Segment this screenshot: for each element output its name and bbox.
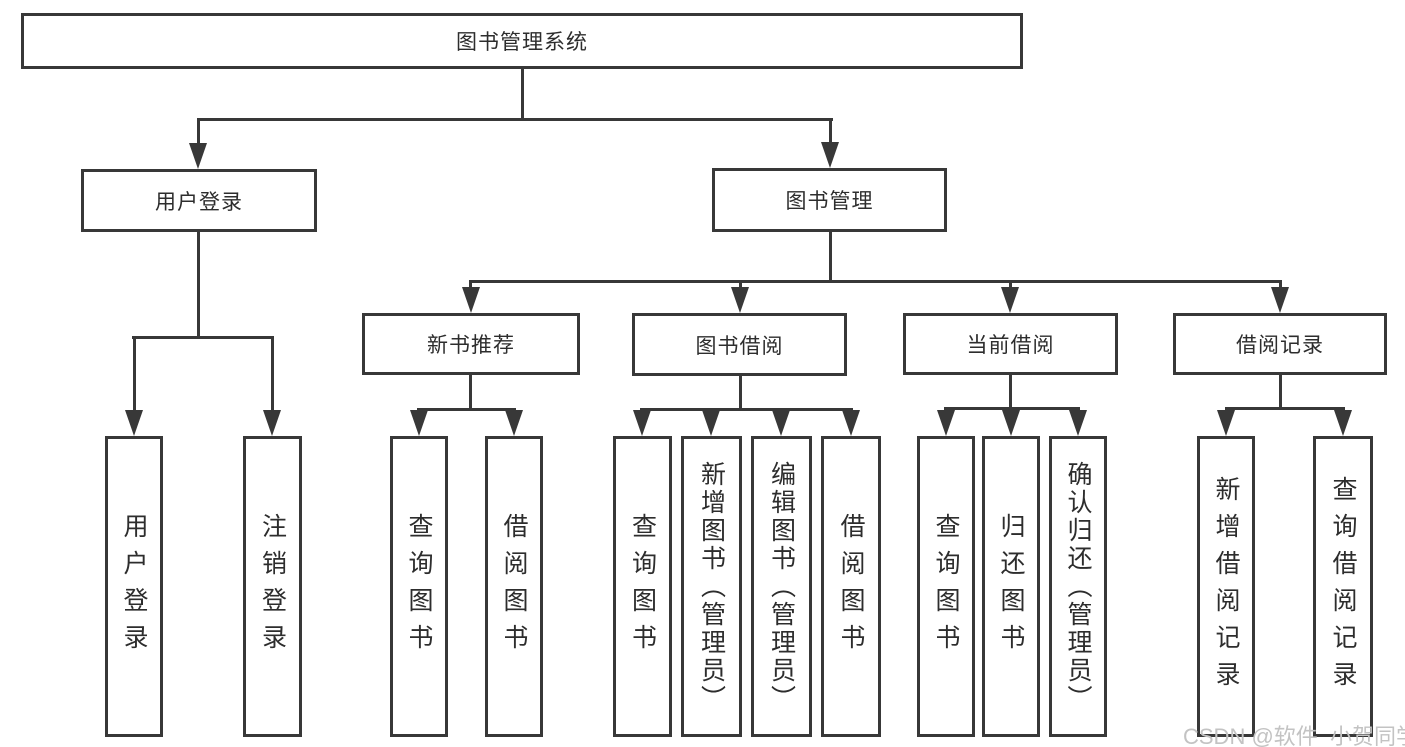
node-new-book-rec-label: 新书推荐 (427, 334, 515, 357)
connector-borrow-record-rail (1225, 407, 1345, 410)
connector-new-book-rec-stem (469, 375, 472, 410)
node-book-mgmt: 图书管理 (712, 168, 947, 232)
node-leaf-user-login: 用户登录 (105, 436, 163, 737)
connector-drop-book-mgmt (829, 118, 832, 145)
node-bb-borrow-label: 借阅图书 (837, 512, 865, 661)
connector-drop-book-borrow (739, 280, 742, 290)
node-borrow-record-label: 借阅记录 (1236, 334, 1324, 357)
connector-drop-new-book-rec (469, 280, 472, 290)
node-cb-confirm: 确认归还（管理员） (1049, 436, 1107, 737)
arrowhead-nbr-borrow-icon (505, 410, 523, 436)
connector-current-borrow-rail (944, 407, 1080, 410)
node-root-label: 图书管理系统 (456, 31, 588, 54)
arrowhead-leaf-logout-icon (263, 410, 281, 436)
connector-level2-rail (197, 118, 833, 121)
connector-drop-leaf-user-login (133, 336, 136, 412)
arrowhead-bb-borrow-icon (842, 410, 860, 436)
connector-book-mgmt-stem (829, 232, 832, 283)
node-leaf-logout-label: 注销登录 (258, 512, 287, 661)
node-cb-return-label: 归还图书 (997, 512, 1025, 661)
arrowhead-book-mgmt-icon (821, 142, 839, 168)
arrowhead-nbr-query-icon (410, 410, 428, 436)
node-root: 图书管理系统 (21, 13, 1023, 69)
arrowhead-bb-add-icon (702, 410, 720, 436)
connector-drop-leaf-logout (271, 336, 274, 412)
node-current-borrow: 当前借阅 (903, 313, 1118, 375)
arrowhead-borrow-record-icon (1271, 287, 1289, 313)
node-bb-edit-label: 编辑图书（管理员） (767, 460, 796, 713)
arrowhead-current-borrow-icon (1001, 287, 1019, 313)
connector-drop-user-login (197, 118, 200, 146)
arrowhead-new-book-rec-icon (462, 287, 480, 313)
connector-current-borrow-stem (1009, 375, 1012, 409)
arrowhead-bb-edit-icon (772, 410, 790, 436)
connector-drop-current-borrow (1009, 280, 1012, 290)
node-nbr-borrow: 借阅图书 (485, 436, 543, 737)
node-br-add-label: 新增借阅记录 (1212, 475, 1240, 698)
arrowhead-br-query-icon (1334, 410, 1352, 436)
node-nbr-query-label: 查询图书 (405, 512, 433, 661)
node-new-book-rec: 新书推荐 (362, 313, 580, 375)
node-user-login: 用户登录 (81, 169, 317, 232)
arrowhead-leaf-user-login-icon (125, 410, 143, 436)
connector-book-borrow-stem (739, 375, 742, 410)
node-bb-borrow: 借阅图书 (821, 436, 881, 737)
node-book-mgmt-label: 图书管理 (785, 190, 874, 213)
connector-borrow-record-stem (1279, 375, 1282, 409)
arrowhead-user-login-icon (189, 143, 207, 169)
node-cb-query: 查询图书 (917, 436, 975, 737)
node-cb-confirm-label: 确认归还（管理员） (1064, 460, 1092, 713)
connector-drop-borrow-record (1279, 280, 1282, 290)
node-br-add: 新增借阅记录 (1197, 436, 1255, 737)
arrowhead-cb-query-icon (937, 410, 955, 436)
arrowhead-cb-confirm-icon (1069, 410, 1087, 436)
node-br-query-label: 查询借阅记录 (1329, 475, 1357, 698)
node-nbr-query: 查询图书 (390, 436, 448, 737)
connector-book-borrow-rail (640, 408, 853, 411)
connector-root-stem (521, 69, 524, 118)
arrowhead-br-add-icon (1217, 410, 1235, 436)
node-cb-query-label: 查询图书 (932, 512, 960, 661)
node-nbr-borrow-label: 借阅图书 (500, 512, 528, 661)
node-bb-add-label: 新增图书（管理员） (697, 460, 726, 713)
node-leaf-logout: 注销登录 (243, 436, 302, 737)
arrowhead-cb-return-icon (1002, 410, 1020, 436)
connector-user-login-rail (132, 336, 274, 339)
node-book-borrow: 图书借阅 (632, 313, 847, 376)
node-bb-query: 查询图书 (613, 436, 672, 737)
node-br-query: 查询借阅记录 (1313, 436, 1373, 737)
connector-new-book-rec-rail (417, 408, 516, 411)
arrowhead-book-borrow-icon (731, 287, 749, 313)
connector-level3-rail (469, 280, 1282, 283)
node-bb-add: 新增图书（管理员） (681, 436, 742, 737)
arrowhead-bb-query-icon (633, 410, 651, 436)
node-user-login-label: 用户登录 (155, 190, 243, 214)
connector-user-login-stem (197, 232, 200, 339)
node-bb-query-label: 查询图书 (628, 512, 657, 661)
node-current-borrow-label: 当前借阅 (966, 334, 1055, 357)
node-book-borrow-label: 图书借阅 (695, 334, 784, 358)
node-cb-return: 归还图书 (982, 436, 1040, 737)
node-bb-edit: 编辑图书（管理员） (751, 436, 812, 737)
node-borrow-record: 借阅记录 (1173, 313, 1387, 375)
csdn-watermark: CSDN @软件_小贺同学 (1183, 724, 1405, 747)
node-leaf-user-login-label: 用户登录 (120, 512, 148, 661)
